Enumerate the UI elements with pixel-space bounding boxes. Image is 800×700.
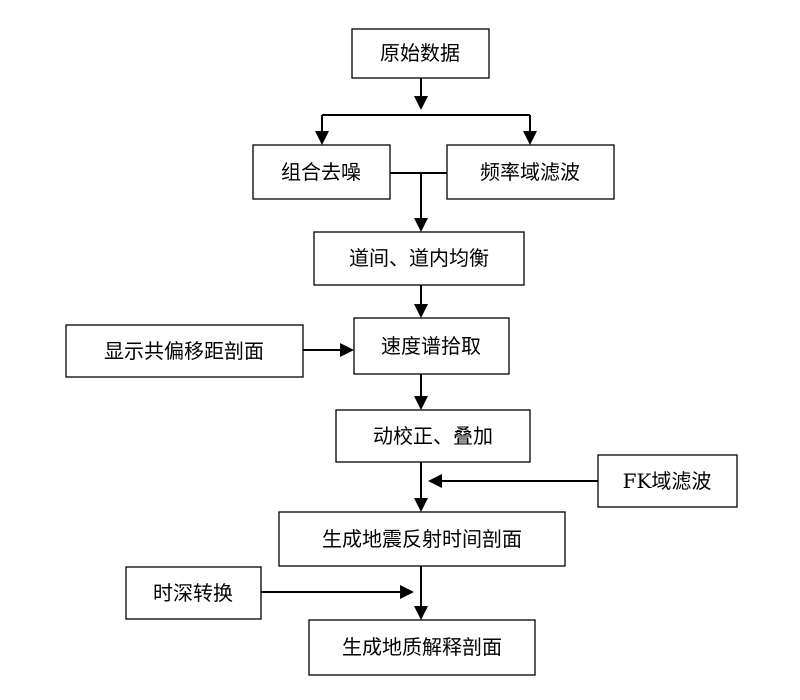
node-geo-section-label: 生成地质解释剖面 xyxy=(342,635,502,659)
arrow-head xyxy=(428,474,442,488)
node-combined-denoise-label: 组合去噪 xyxy=(281,160,361,184)
node-combined-denoise: 组合去噪 xyxy=(252,144,391,200)
arrow-head xyxy=(414,606,428,620)
node-velocity-pick: 速度谱拾取 xyxy=(353,317,510,375)
arrow-head xyxy=(340,343,354,357)
node-frequency-filter: 频率域滤波 xyxy=(446,144,615,200)
node-time-section-label: 生成地震反射时间剖面 xyxy=(322,527,522,551)
arrow-head xyxy=(414,96,428,110)
arrow-head xyxy=(523,131,537,145)
node-trace-balance-label: 道间、道内均衡 xyxy=(349,246,489,270)
node-nmo-stack-label: 动校正、叠加 xyxy=(373,424,493,448)
node-show-offset-section-label: 显示共偏移距剖面 xyxy=(104,339,264,363)
node-fk-filter: FK域滤波 xyxy=(597,454,738,508)
node-time-section: 生成地震反射时间剖面 xyxy=(278,511,566,567)
arrow-head xyxy=(414,304,428,318)
node-nmo-stack: 动校正、叠加 xyxy=(335,409,531,463)
node-frequency-filter-label: 频率域滤波 xyxy=(480,160,580,184)
arrow-head xyxy=(315,131,329,145)
node-fk-filter-label: FK域滤波 xyxy=(623,469,712,493)
node-raw-data: 原始数据 xyxy=(351,28,490,79)
node-geo-section: 生成地质解释剖面 xyxy=(308,619,536,676)
node-raw-data-label: 原始数据 xyxy=(380,41,460,65)
arrow-head xyxy=(414,396,428,410)
node-time-depth-label: 时深转换 xyxy=(153,581,233,605)
node-time-depth: 时深转换 xyxy=(125,566,262,620)
arrow-head xyxy=(414,218,428,232)
arrow-head xyxy=(414,498,428,512)
arrow-head xyxy=(400,585,414,599)
node-show-offset-section: 显示共偏移距剖面 xyxy=(65,324,304,378)
edges xyxy=(261,78,598,620)
node-velocity-pick-label: 速度谱拾取 xyxy=(381,334,481,358)
node-trace-balance: 道间、道内均衡 xyxy=(313,231,525,286)
